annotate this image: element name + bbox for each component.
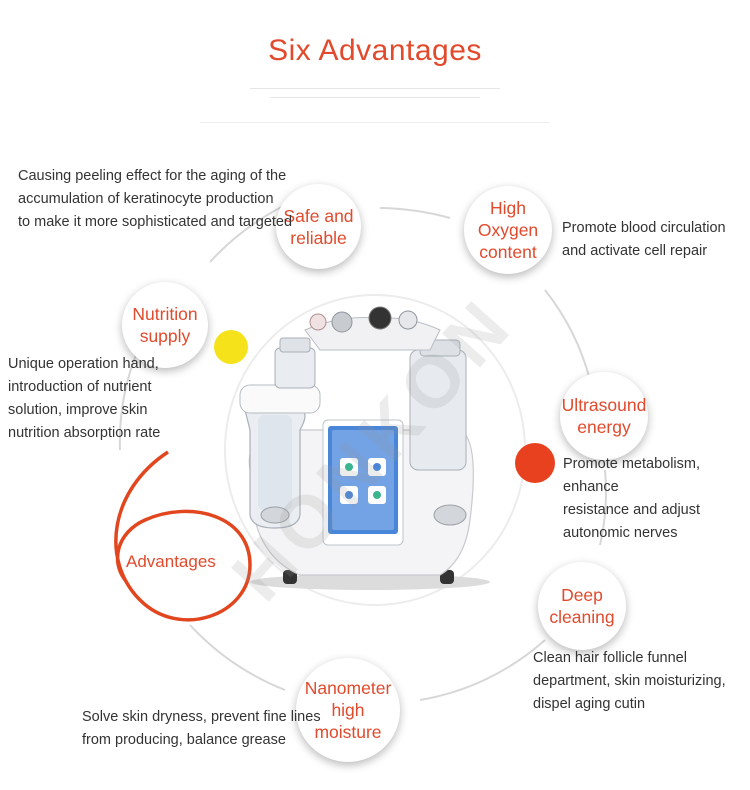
advantage-bubble-nutrition: Nutrition supply bbox=[122, 282, 208, 368]
advantage-bubble-ultrasound: Ultrasound energy bbox=[560, 372, 648, 460]
red-dot bbox=[515, 443, 555, 483]
description-cleaning: Clean hair follicle funnel department, s… bbox=[533, 650, 726, 712]
advantage-title: High Oxygen content bbox=[477, 198, 539, 262]
title-divider-top bbox=[250, 88, 500, 89]
advantage-title: Nanometer high moisture bbox=[304, 678, 392, 742]
advantage-title: Nutrition supply bbox=[132, 304, 198, 346]
advantage-title: Safe and reliable bbox=[283, 205, 354, 248]
advantage-bubble-moisture: Nanometer high moisture bbox=[296, 658, 400, 762]
red-six-shape bbox=[114, 450, 252, 622]
advantage-bubble-oxygen: High Oxygen content bbox=[464, 186, 552, 274]
advantage-title: Deep cleaning bbox=[549, 585, 615, 627]
description-nutrition: Unique operation hand, introduction of n… bbox=[8, 356, 161, 441]
description-moisture: Solve skin dryness, prevent fine lines f… bbox=[82, 709, 321, 748]
description-oxygen: Promote blood circulation and activate c… bbox=[562, 220, 726, 259]
yellow-dot bbox=[214, 330, 248, 364]
advantage-bubble-cleaning: Deep cleaning bbox=[538, 562, 626, 650]
device-illustration bbox=[239, 306, 490, 590]
advantage-title: Ultrasound energy bbox=[561, 395, 647, 437]
title-divider-bottom bbox=[270, 97, 480, 98]
advantage-bubble-safe: Safe and reliable bbox=[276, 184, 361, 269]
description-safe: Causing peeling effect for the aging of … bbox=[18, 168, 293, 230]
page-title: Six Advantages bbox=[268, 34, 482, 67]
six-advantages-label: Advantages bbox=[126, 552, 216, 571]
description-ultrasound: Promote metabolism, enhance resistance a… bbox=[563, 456, 701, 541]
section-divider bbox=[200, 122, 550, 123]
